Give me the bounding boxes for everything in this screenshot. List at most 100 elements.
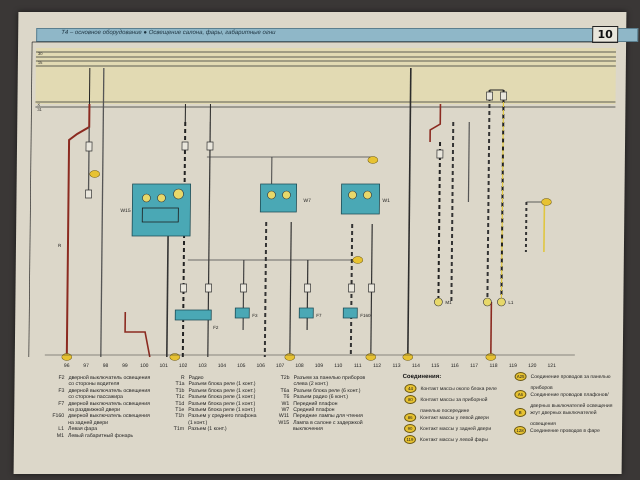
connection-badge: 80 [404, 395, 417, 404]
legend-text: Левая фара [68, 426, 98, 433]
legend-text: выключения [293, 426, 323, 433]
bus-label-15: 15 [38, 60, 43, 65]
column-number: 98 [103, 363, 109, 369]
legend-code: T1h [175, 413, 185, 420]
legend-text: (1 конт.) [188, 419, 208, 426]
door-switch-f160: F160 [342, 307, 371, 319]
legend-text: Разъем блока реле (1 конт.) [188, 400, 256, 407]
bus-label-x: X [37, 102, 40, 107]
connection-text: жгут дверных выключателей [530, 409, 597, 416]
column-number: 113 [392, 363, 400, 369]
legend-text: Лампа в салоне с задержкой [293, 419, 363, 426]
column-number: 110 [334, 363, 342, 369]
column-number: 109 [315, 363, 324, 369]
connections-title: Соединения: [402, 374, 442, 380]
door-switch-f3: F3 [234, 307, 258, 319]
connection-badge: 128 [513, 426, 527, 435]
connection-badge: B [514, 408, 527, 417]
column-number: 102 [179, 363, 188, 369]
door-switch-f2: F2 [174, 309, 219, 330]
connection-text: Контакт массы у левой двери [420, 414, 489, 421]
connection-text: Соединение проводов плафонов/ [530, 391, 609, 398]
lamp-w1: W1 [340, 183, 390, 215]
column-number: 117 [470, 363, 478, 369]
legend-text: Разъем блока реле (1 конт.) [188, 387, 256, 394]
legend-text: дверной выключатель освещения [68, 400, 150, 407]
column-number: 116 [451, 363, 459, 369]
label-r: R [58, 243, 62, 248]
column-number: 114 [412, 363, 420, 369]
legend-text: Левый габаритный фонарь [67, 432, 134, 439]
label-f2: F2 [213, 325, 219, 330]
column-number: 115 [431, 363, 439, 369]
column-number: 104 [218, 363, 227, 369]
legend-text: Разъем блока реле (6 конт.) [293, 387, 361, 394]
legend-text: слева (2 конт.) [293, 381, 329, 388]
column-number: 106 [257, 363, 266, 369]
legend-text: Разъем блока реле (1 конт.) [188, 407, 256, 414]
label-w1: W1 [382, 198, 390, 204]
label-w15: W15 [120, 208, 131, 214]
column-number: 105 [237, 363, 246, 369]
lamp-l1: L1 [483, 297, 514, 307]
schematic-page: Т4 – основное оборудование ● Освещение с… [13, 12, 639, 474]
legend-text: Разъем блока реле (1 конт.) [188, 394, 256, 401]
legend-text: со стороны пассажира [68, 394, 123, 401]
bus-label-30: 30 [38, 51, 43, 56]
lamp-w15: W15 [120, 183, 192, 237]
connection-badge: 44 [404, 384, 417, 393]
label-f7: F7 [316, 313, 322, 318]
legend-text: Радио [188, 375, 204, 381]
column-number: 100 [140, 363, 149, 369]
connection-text: Контакт массы около блока реле [420, 385, 497, 392]
label-f3: F3 [252, 313, 258, 318]
column-number: 103 [198, 363, 207, 369]
column-number: 96 [64, 363, 70, 369]
legend-text: дверной выключатель освещения [68, 375, 151, 381]
column-number: 121 [548, 363, 557, 369]
connection-text: Контакт массы у задней двери [420, 425, 492, 432]
connectors [85, 91, 507, 293]
column-number: 101 [160, 363, 169, 369]
legend-text: Разъем за панелью приборов [293, 375, 366, 381]
door-switch-f7: F7 [298, 307, 322, 319]
lamp-m1: M1 [434, 297, 452, 307]
connection-text: Контакт массы у левой фары [419, 436, 488, 443]
legend-code: M1 [56, 432, 65, 439]
wiring-diagram: 30 15 X 31 [28, 41, 619, 369]
connection-badge: 86 [404, 413, 417, 422]
legend-text: Средний плафон [293, 407, 335, 414]
label-w7: W7 [303, 198, 311, 204]
legend-text: дверной выключатель освещения [68, 413, 150, 420]
legend-text: Разъем (1 конт.) [188, 426, 227, 433]
legend-code: T1m [173, 426, 185, 433]
connection-badge: A25 [514, 372, 527, 381]
legend-text: Передний плафон [293, 400, 338, 407]
connection-badge: 90 [404, 424, 417, 433]
bus-bars [35, 51, 617, 108]
legend-text: Передние лампы для чтения [293, 413, 363, 420]
legend-text: дверной выключатель освещения [68, 387, 151, 394]
column-number: 108 [295, 363, 304, 369]
connection-badge: 119 [403, 435, 416, 444]
column-number: 120 [528, 363, 537, 369]
column-number: 112 [373, 363, 381, 369]
column-number: 97 [83, 363, 89, 369]
label-f160: F160 [360, 313, 371, 318]
column-number: 107 [276, 363, 285, 369]
column-number: 119 [509, 363, 517, 369]
column-number: 99 [122, 363, 128, 369]
lamp-w7: W7 [259, 183, 311, 213]
legend-text: со стороны водителя [68, 381, 120, 388]
connection-text: Соединение проводов за панелью [530, 373, 611, 380]
